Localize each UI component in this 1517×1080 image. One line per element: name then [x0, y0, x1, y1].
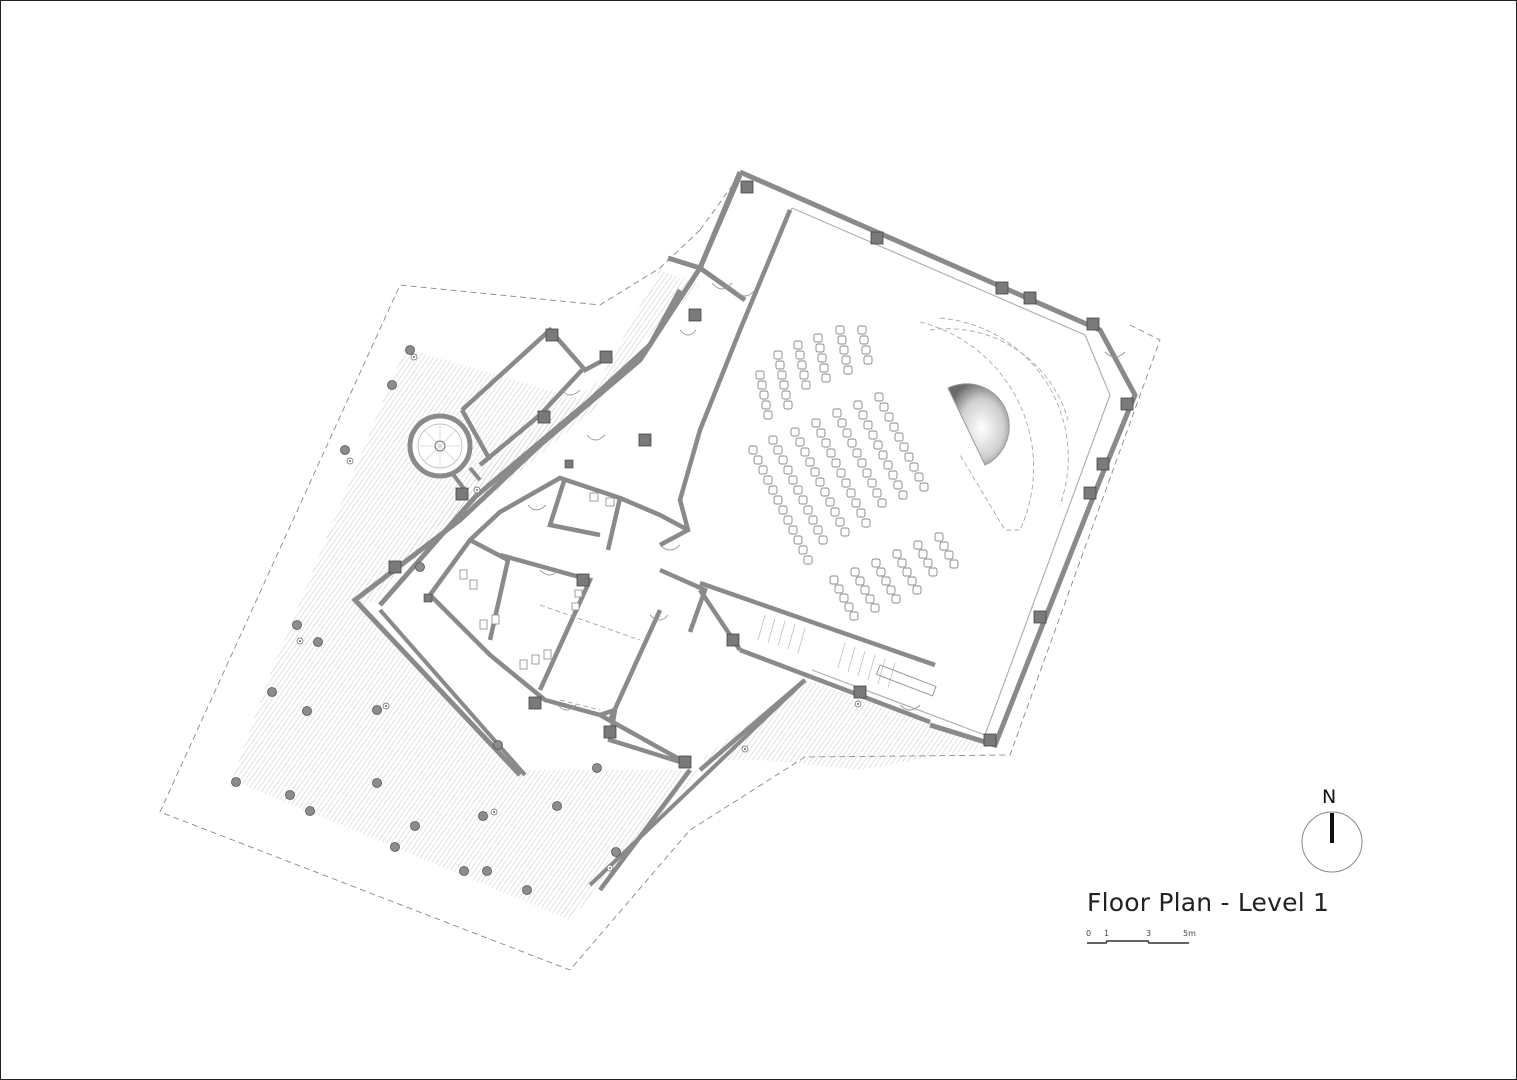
site-boundary — [159, 229, 1161, 971]
seating — [748, 325, 959, 621]
scale-label-5m: 5m — [1183, 929, 1196, 938]
terrace-paving — [232, 348, 700, 920]
scale-label-0: 0 — [1086, 929, 1092, 938]
drawing-title: Floor Plan - Level 1 — [1087, 888, 1330, 917]
north-arrow — [1301, 811, 1363, 873]
scale-bar — [1087, 940, 1189, 944]
scale-label-3: 3 — [1146, 929, 1152, 938]
stage — [919, 317, 1069, 531]
spiral-staircase — [407, 413, 482, 492]
north-label: N — [1322, 786, 1337, 808]
scale-label-1: 1 — [1104, 929, 1110, 938]
dome — [947, 383, 1010, 466]
